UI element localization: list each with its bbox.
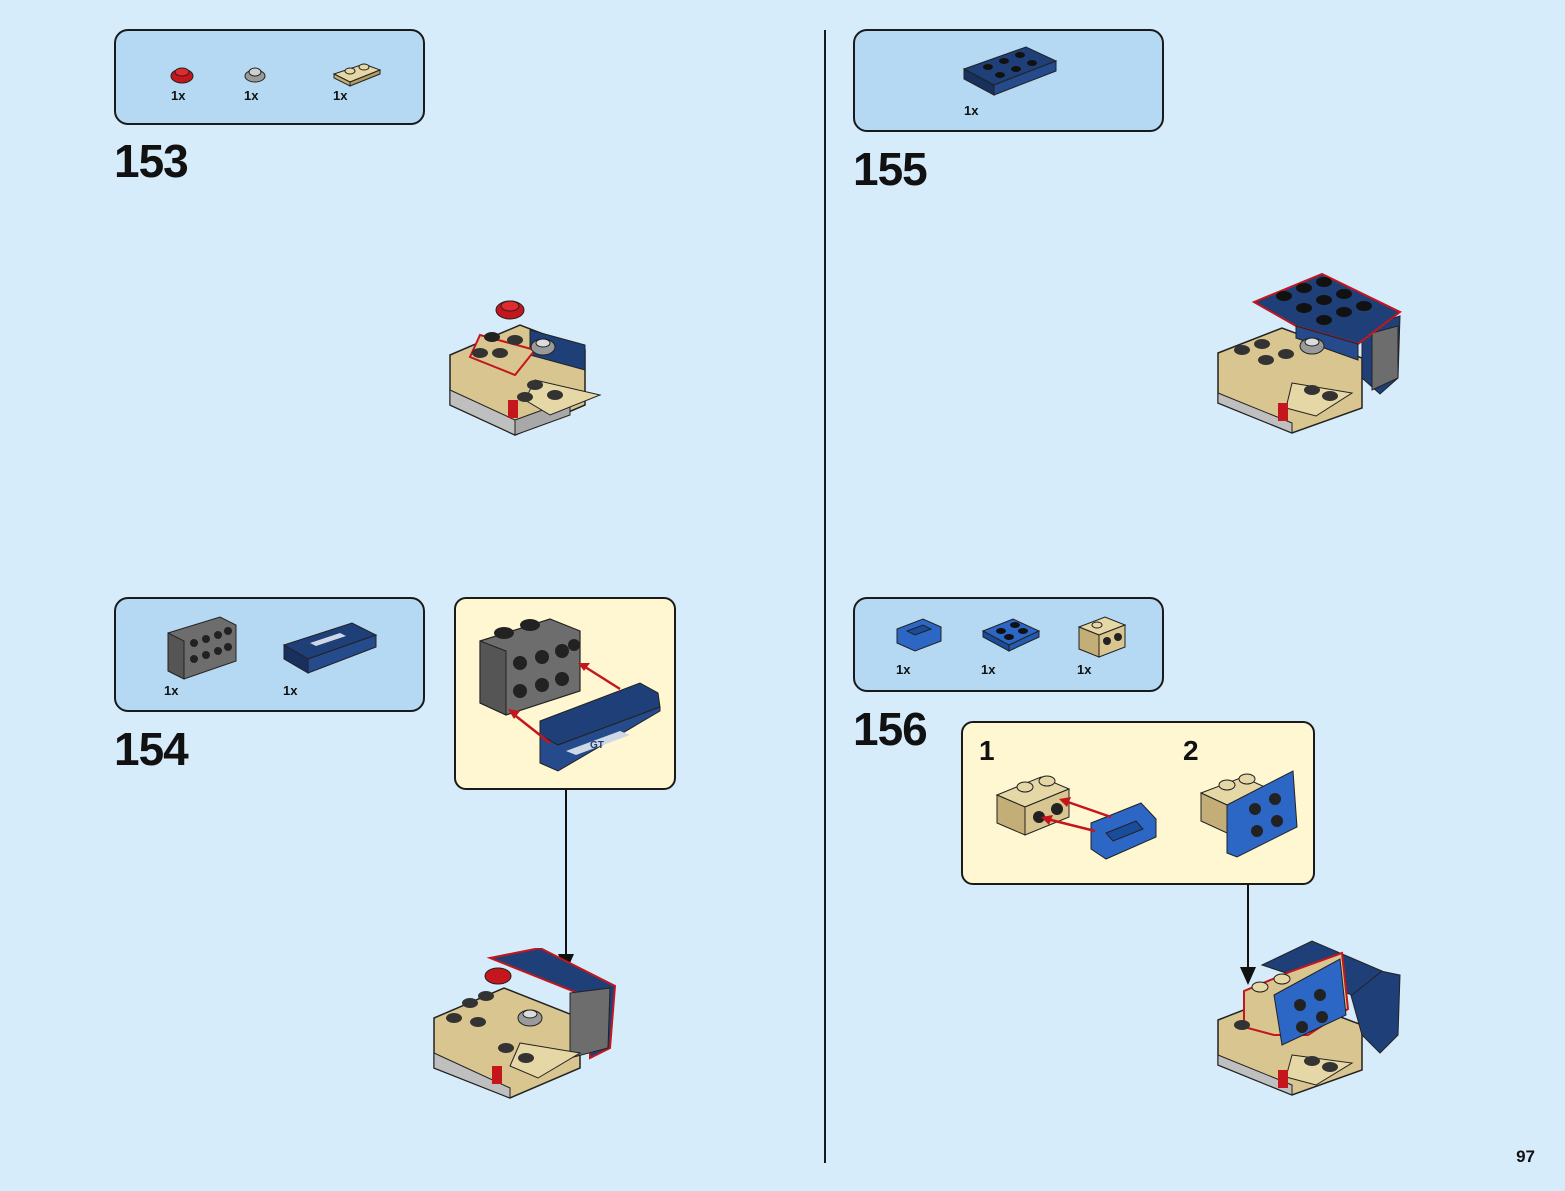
step-number: 154 (114, 722, 188, 776)
parts-list-153: 1x 1x 1x (114, 29, 425, 125)
part-qty: 1x (283, 683, 297, 698)
down-arrow-154 (556, 790, 576, 974)
substep-2-illustration (1197, 757, 1307, 867)
parts-list-156: 1x 1x 1x (853, 597, 1164, 692)
tan-plate-icon (330, 56, 384, 88)
parts-list-155: 1x (853, 29, 1164, 132)
substep-1-illustration (991, 763, 1161, 873)
part-qty: 1x (896, 662, 910, 677)
sub-assembly-callout-156: 1 2 (961, 721, 1315, 885)
tan-brick-icon (1075, 613, 1129, 661)
part-qty: 1x (1077, 662, 1091, 677)
model-step-154 (430, 948, 620, 1103)
blue-printed-tile-icon (280, 619, 380, 679)
step-number: 156 (853, 702, 927, 756)
part-qty: 1x (164, 683, 178, 698)
part-qty: 1x (244, 88, 258, 103)
part-qty: 1x (964, 103, 978, 118)
model-step-155 (1212, 268, 1407, 438)
sub-assembly-callout-154: GT (454, 597, 676, 790)
part-qty: 1x (981, 662, 995, 677)
blue-clip-icon (893, 615, 947, 655)
gray-round-plate-icon (241, 61, 269, 87)
blue-plate-bracket-icon (979, 613, 1043, 657)
bracket-tile-assembly: GT (470, 611, 666, 781)
red-round-plate-icon (168, 61, 196, 87)
step-number: 153 (114, 134, 188, 188)
dark-blue-plate-icon (960, 43, 1060, 103)
model-step-153 (440, 295, 610, 440)
part-qty: 1x (171, 88, 185, 103)
dark-gray-bracket-icon (162, 613, 242, 683)
page-divider (824, 30, 826, 1163)
page-number: 97 (1516, 1147, 1535, 1167)
part-qty: 1x (333, 88, 347, 103)
step-number: 155 (853, 142, 927, 196)
parts-list-154: 1x 1x (114, 597, 425, 712)
tile-print-text: GT (590, 740, 604, 751)
model-step-156 (1212, 935, 1407, 1100)
